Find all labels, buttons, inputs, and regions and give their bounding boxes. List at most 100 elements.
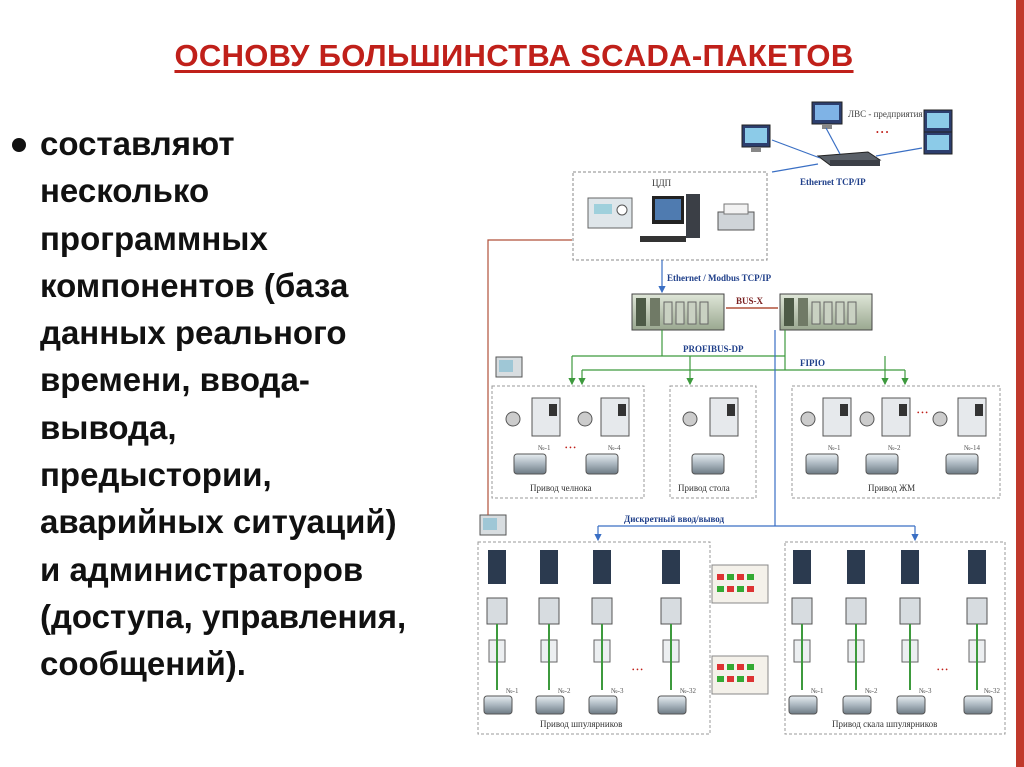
svg-text:№-2: №-2 <box>558 687 571 695</box>
spindle-drive-box-left: • • • №-1 №-2 №-3 №-32 Привод шпулярнико… <box>477 541 711 735</box>
computer-icon <box>811 101 843 129</box>
inverter-icon <box>822 397 852 437</box>
operator-panel-icon <box>479 514 507 536</box>
lan-section: ЛВС - предприятия • • • Ethernet TCP <box>741 101 953 187</box>
motor-icon <box>896 695 926 715</box>
control-panel-icon <box>587 197 633 229</box>
svg-text:• • •: • • • <box>632 666 643 674</box>
plc-rack-left <box>631 293 725 331</box>
drive-shuttle-label: Привод челнока <box>530 483 592 493</box>
bullet-line: аварийных ситуаций) <box>40 503 397 541</box>
bullet-line: и администраторов <box>40 550 364 588</box>
ethernet-label: Ethernet TCP/IP <box>800 177 866 187</box>
contactor-icon <box>486 597 508 625</box>
bullet-icon <box>12 138 26 152</box>
svg-text:№-1: №-1 <box>828 444 841 452</box>
contactor-icon <box>791 597 813 625</box>
contactor-icon <box>591 597 613 625</box>
svg-text:№-2: №-2 <box>865 687 878 695</box>
bullet-line: вывода, <box>40 408 177 446</box>
breaker-icon <box>901 550 919 584</box>
motor-icon <box>657 695 687 715</box>
computer-icon <box>741 124 771 152</box>
inverter-icon <box>709 397 739 437</box>
contactor-icon <box>966 597 988 625</box>
network-switch-icon <box>816 151 882 166</box>
drive-table-label: Привод стола <box>678 483 730 493</box>
encoder-icon <box>800 411 816 427</box>
bullet-line: данных реального <box>40 314 347 352</box>
svg-text:№-32: №-32 <box>984 687 1001 695</box>
motor-icon <box>963 695 993 715</box>
bullet-line: составляют <box>40 125 235 162</box>
control-room-box: ЦДП <box>572 163 819 261</box>
drive-jm-label: Привод ЖМ <box>868 483 915 493</box>
motor-icon <box>842 695 872 715</box>
relay-panel-group <box>711 564 769 695</box>
motor-icon <box>588 695 618 715</box>
contactor-icon <box>845 597 867 625</box>
printer-icon <box>717 203 755 231</box>
bullet-line: времени, ввода- <box>40 361 310 399</box>
inverter-icon <box>531 397 561 437</box>
svg-text:№-14: №-14 <box>964 444 981 452</box>
svg-text:№-1: №-1 <box>506 687 519 695</box>
bullet-line: программных <box>40 219 268 257</box>
operator-panel-icon <box>495 356 523 378</box>
svg-text:№-32: №-32 <box>680 687 697 695</box>
drive-shuttle-box: №-1 №-4 • • • Привод челнока <box>491 385 645 499</box>
bullet-text: составляют несколько программных компоне… <box>40 120 490 688</box>
breaker-icon <box>488 550 506 584</box>
bullet-line: предыстории, <box>40 456 272 494</box>
svg-text:№-1: №-1 <box>811 687 824 695</box>
encoder-icon <box>577 411 593 427</box>
breaker-icon <box>968 550 986 584</box>
encoder-icon <box>505 411 521 427</box>
lan-dots: • • • <box>876 128 889 137</box>
svg-text:№-2: №-2 <box>888 444 901 452</box>
breaker-icon <box>662 550 680 584</box>
breaker-icon <box>540 550 558 584</box>
contactor-icon <box>899 597 921 625</box>
workstation-icon <box>640 194 700 242</box>
drive-spindles-label: Привод шпулярников <box>540 719 622 729</box>
inverter-icon <box>600 397 630 437</box>
spindle-drive-box-right: • • • №-1 №-2 №-3 №-32 Привод скала шпул… <box>784 541 1006 735</box>
encoder-icon <box>859 411 875 427</box>
encoder-icon <box>682 411 698 427</box>
bullet-line: несколько <box>40 172 210 210</box>
motor-icon <box>691 453 725 475</box>
discrete-io-label: Дискретный ввод/вывод <box>624 514 725 524</box>
busx-label: BUS-X <box>736 296 764 306</box>
contactor-icon <box>538 597 560 625</box>
bullet-line: (доступа, управления, <box>40 597 407 635</box>
encoder-icon <box>932 411 948 427</box>
modbus-label: Ethernet / Modbus TCP/IP <box>667 273 772 283</box>
motor-icon <box>585 453 619 475</box>
motor-icon <box>513 453 547 475</box>
right-accent-bar <box>1016 0 1024 767</box>
motor-icon <box>788 695 818 715</box>
cdp-label: ЦДП <box>652 178 672 188</box>
motor-icon <box>535 695 565 715</box>
breaker-icon <box>793 550 811 584</box>
lan-label: ЛВС - предприятия <box>848 109 923 119</box>
svg-text:• • •: • • • <box>937 666 948 674</box>
computer-icon <box>923 131 953 155</box>
bullet-line: компонентов (база <box>40 266 349 304</box>
motor-icon <box>483 695 513 715</box>
motor-icon <box>945 453 979 475</box>
svg-text:№-1: №-1 <box>538 444 551 452</box>
inverter-icon <box>957 397 987 437</box>
inverter-icon <box>881 397 911 437</box>
drive-jm-box: №-1 №-2 №-14 • • • Привод ЖМ <box>791 385 1001 499</box>
svg-text:№-3: №-3 <box>611 687 624 695</box>
fipio-label: FIPIO <box>800 358 825 368</box>
bullet-line: сообщений). <box>40 645 246 683</box>
computer-icon <box>923 109 953 137</box>
motor-icon <box>805 453 839 475</box>
drive-table-box: Привод стола <box>669 385 757 499</box>
drive-rock-spindles-label: Привод скала шпулярников <box>832 719 937 729</box>
motor-icon <box>865 453 899 475</box>
svg-text:№-4: №-4 <box>608 444 621 452</box>
